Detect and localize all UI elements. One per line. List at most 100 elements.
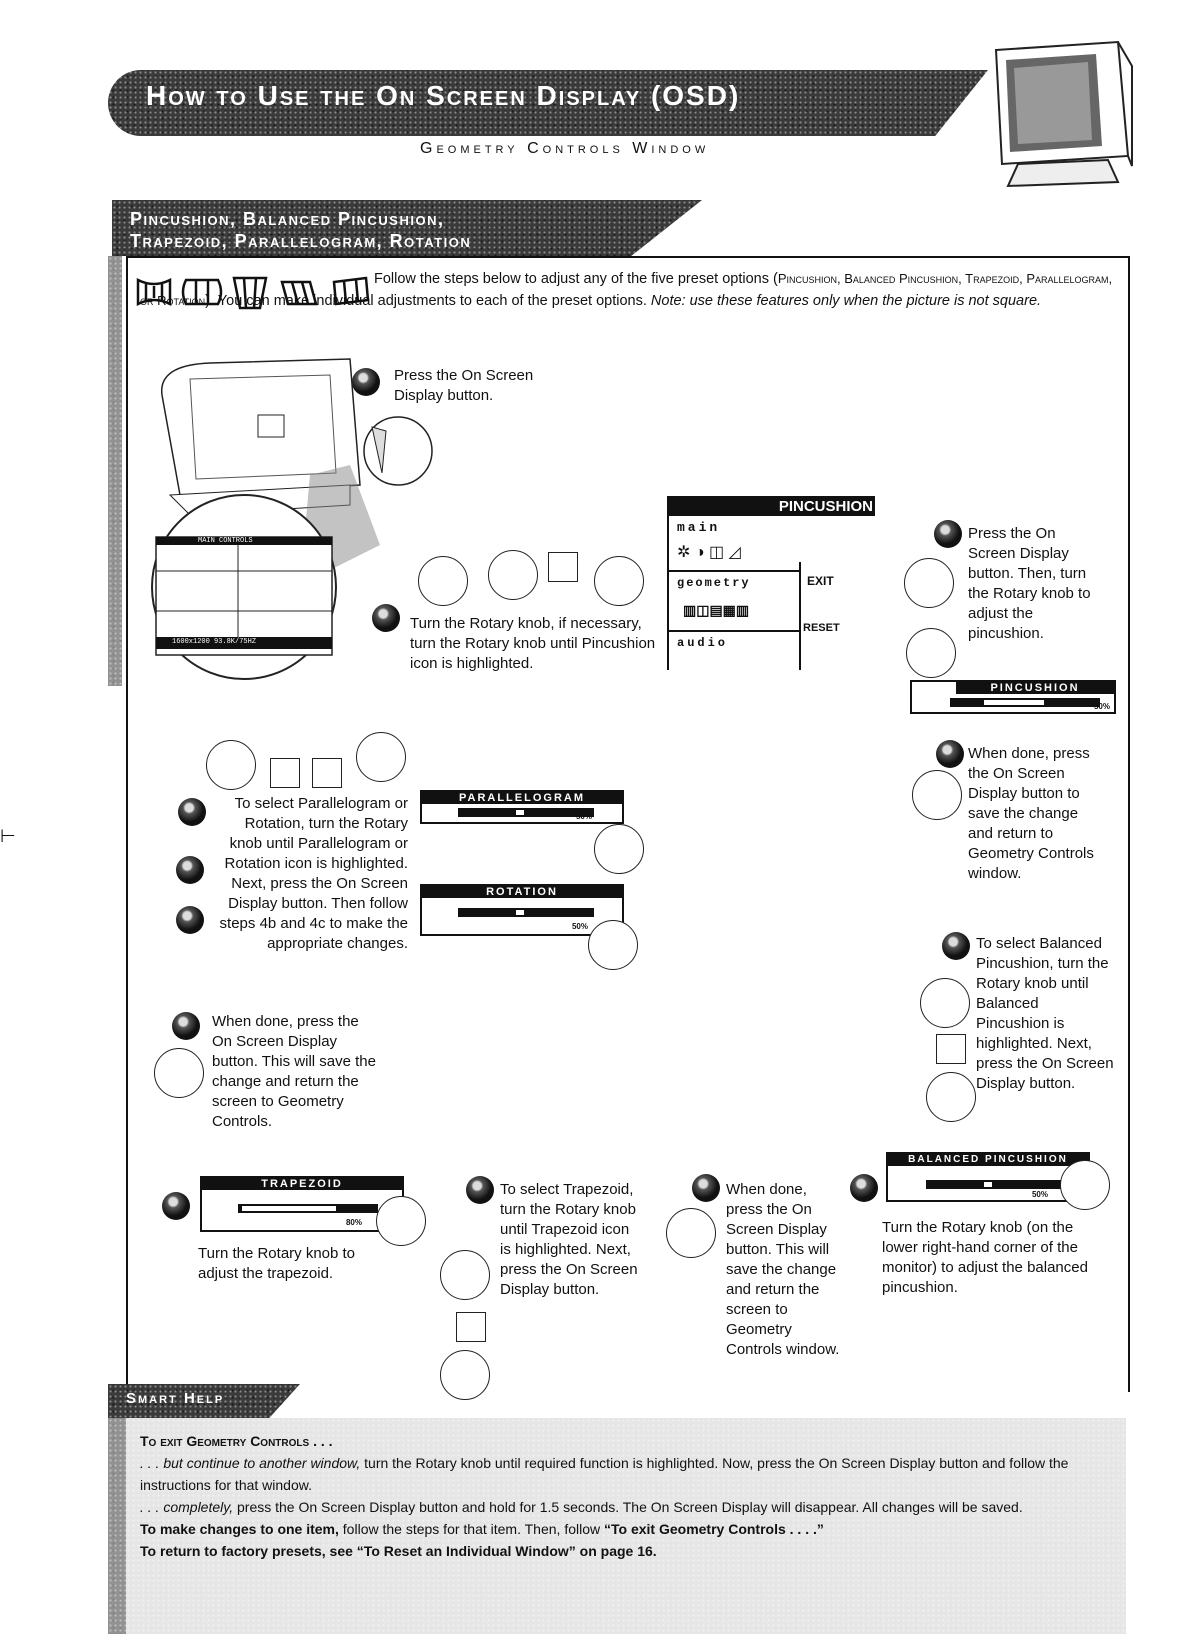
smart-help-line3-lead: . . . completely, (140, 1499, 234, 1515)
parallelogram-pct: 50% (575, 812, 592, 821)
rotary-knob-e (906, 628, 956, 678)
balanced-bar-title: BALANCED PINCUSHION (888, 1154, 1088, 1166)
content-frame (126, 256, 1130, 1392)
step10-bullet (692, 1174, 720, 1202)
osd-menu-header: PINCUSHION (669, 498, 875, 516)
left-strip (108, 256, 122, 686)
smart-help-line2-lead: . . . but continue to another window, (140, 1455, 361, 1471)
step11-bullet-a (178, 798, 206, 826)
balanced-pincushion-bar: BALANCED PINCUSHION 50% (886, 1152, 1090, 1202)
rotary-knob-h (356, 732, 406, 782)
rotary-knob-d (904, 558, 954, 608)
smart-help-line3: . . . completely, press the On Screen Di… (140, 1496, 1100, 1518)
step2-text: Turn the Rotary knob, if necessary, turn… (410, 615, 656, 672)
smart-help-body: To exit Geometry Controls . . . . . . bu… (140, 1430, 1100, 1562)
step1-bullet (352, 368, 380, 396)
smart-help-line5: To return to factory presets, see “To Re… (140, 1543, 657, 1559)
rotation-bar: ROTATION 50% (420, 884, 624, 936)
smart-help-line3-rest: press the On Screen Display button and h… (233, 1499, 1023, 1515)
balanced-pct: 50% (1031, 1190, 1048, 1199)
step6-text: Turn the Rotary knob (on the lower right… (882, 1219, 1088, 1296)
page-title: How to Use the On Screen Display (OSD) (146, 80, 741, 111)
rotary-knob-r (666, 1208, 716, 1258)
balanced-pincushion-icon-highlight (936, 1034, 966, 1064)
smart-help-bg (126, 1418, 1126, 1634)
intro-middle: ). You can make individual adjustments t… (205, 293, 651, 309)
step4-bullet (936, 740, 964, 768)
rotary-knob-i (594, 824, 644, 874)
monitor-zoom-illustration (151, 358, 433, 680)
trapezoid-icon (232, 276, 268, 310)
page-subtitle: Geometry Controls Window (420, 140, 710, 157)
balanced-pincushion-icon (181, 278, 223, 306)
rotary-knob-c (594, 556, 644, 606)
step10-text: When done, press the On Screen Display b… (726, 1181, 840, 1358)
smart-help-banner (108, 1384, 300, 1418)
monitor-illustration (994, 40, 1133, 188)
rotation-bar-title: ROTATION (422, 886, 622, 898)
smart-help-line4-ref: “To exit Geometry Controls . . . .” (604, 1521, 824, 1537)
intro-note: Note: use these features only when the p… (650, 293, 1042, 309)
margin-mark: ⊢ (0, 826, 16, 846)
smart-help-line2-rest: turn the Rotary knob until required func… (140, 1455, 1069, 1493)
rotary-knob-n (154, 1048, 204, 1098)
rotary-knob-q (440, 1350, 490, 1400)
step11-text: To select Parallelogram or Rotation, tur… (219, 795, 408, 952)
trapezoid-bar: TRAPEZOID 80% (200, 1176, 404, 1232)
main-controls-label: MAIN CONTROLS (198, 537, 253, 545)
step11-bullet-b (176, 856, 204, 884)
pincushion-bar: PINCUSHION 50% (910, 680, 1116, 714)
osd-main-icons: ✲ ◑ ◫ ◿ (677, 544, 741, 561)
rotary-knob-o (376, 1196, 426, 1246)
smart-help-line4-lead: To make changes to one item, (140, 1521, 339, 1537)
smart-help-title: Smart Help (126, 1390, 225, 1407)
trapezoid-pct: 80% (345, 1218, 362, 1227)
parallelogram-bar-title: PARALLELOGRAM (422, 792, 622, 804)
osd-reset: RESET (803, 622, 840, 634)
step8-bullet (466, 1176, 494, 1204)
osd-main-label: main (677, 520, 721, 535)
step4-text: When done, press the On Screen Display b… (968, 745, 1094, 882)
rotary-knob-p (440, 1250, 490, 1300)
step11-bullet-c (176, 906, 204, 934)
smart-help-line1: To exit Geometry Controls . . . (140, 1433, 333, 1449)
smart-help-line2: . . . but continue to another window, tu… (140, 1452, 1100, 1496)
trapezoid-icon-highlight (456, 1312, 486, 1342)
pincushion-bar-title: PINCUSHION (956, 682, 1114, 694)
step1-text: Press the On Screen Display button. (394, 367, 534, 404)
trapezoid-bar-title: TRAPEZOID (202, 1178, 402, 1190)
intro-lead: Follow the steps below to adjust any of … (374, 271, 778, 287)
parallelogram-icon-highlight (270, 758, 300, 788)
osd-menu: PINCUSHION main ✲ ◑ ◫ ◿ geometry ▥◫▤▦▥ a… (667, 496, 875, 670)
step6-bullet (850, 1174, 878, 1202)
osd-geometry-label: geometry (677, 576, 751, 590)
osd-audio-label: audio (677, 636, 729, 650)
step5-text: To select Balanced Pincushion, turn the … (976, 935, 1114, 1092)
resolution-label: 1600x1200 93.8K/75HZ (172, 638, 257, 646)
rotary-knob-l (926, 1072, 976, 1122)
rotary-knob-j (588, 920, 638, 970)
rotary-knob-k (920, 978, 970, 1028)
parallelogram-icon (280, 280, 318, 306)
step9-bullet (162, 1192, 190, 1220)
parallelogram-bar: PARALLELOGRAM 50% (420, 790, 624, 824)
pincushion-pct: 50% (1093, 702, 1110, 711)
step3-bullet (934, 520, 962, 548)
step7-bullet (172, 1012, 200, 1040)
step9-text: Turn the Rotary knob to adjust the trape… (198, 1245, 356, 1282)
rotation-icon (332, 276, 370, 306)
smart-help-strip (108, 1418, 126, 1634)
step3-text: Press the On Screen Display button. Then… (968, 525, 1091, 642)
rotation-pct: 50% (571, 922, 588, 931)
pincushion-icon (136, 277, 172, 307)
rotary-knob-g (206, 740, 256, 790)
intro-text: Follow the steps below to adjust any of … (140, 268, 1120, 312)
intro-options: Pincushion, Balanced Pincushion, Trapezo… (140, 271, 1113, 308)
step8-text: To select Trapezoid, turn the Rotary kno… (500, 1181, 638, 1298)
smart-help-line4: To make changes to one item, follow the … (140, 1518, 1100, 1540)
rotary-knob-m (1060, 1160, 1110, 1210)
step7-text: When done, press the On Screen Display b… (212, 1013, 376, 1130)
rotary-knob-a (418, 556, 468, 606)
osd-geometry-icons: ▥◫▤▦▥ (683, 602, 750, 618)
section-banner (112, 200, 702, 256)
